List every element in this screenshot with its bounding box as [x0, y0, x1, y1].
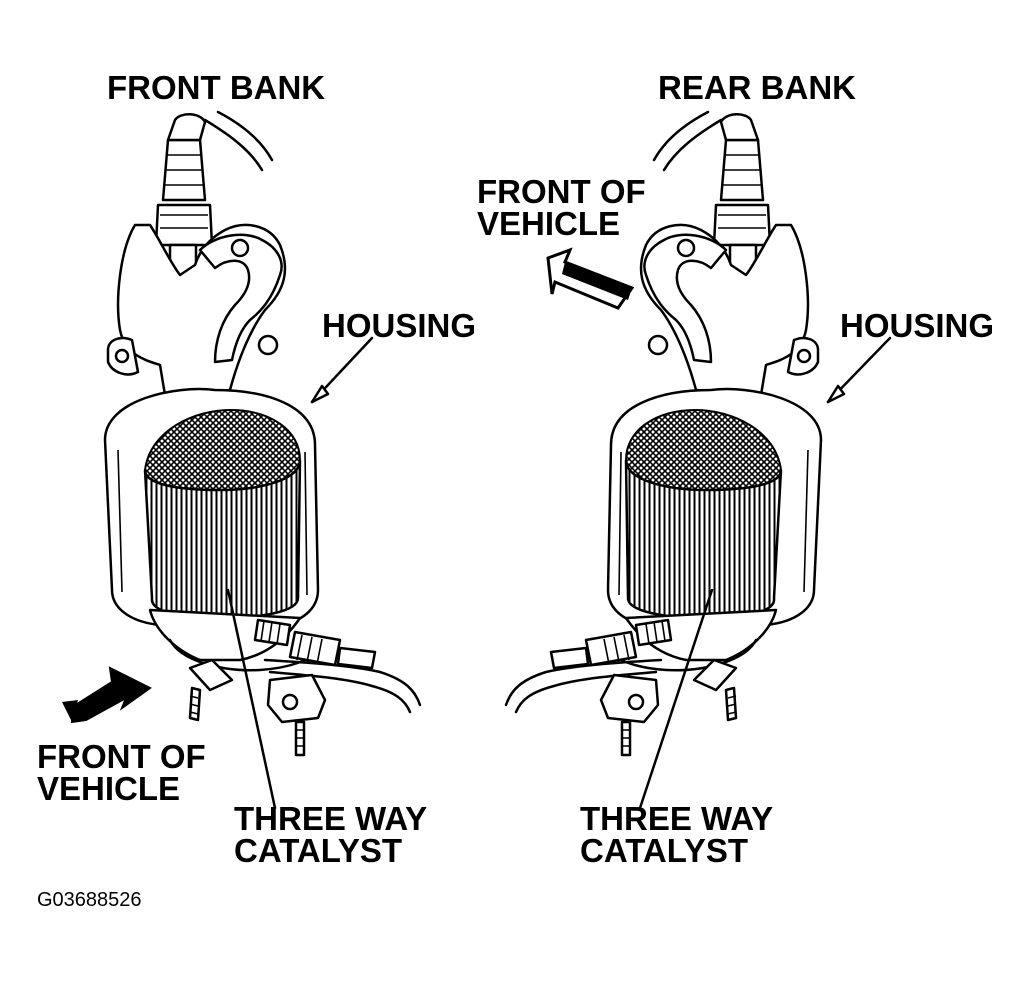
rear-bank-label: REAR BANK: [658, 69, 856, 106]
front-of-vehicle-right-line1: FRONT OF: [477, 173, 646, 210]
three-way-catalyst-right-line2: CATALYST: [580, 832, 748, 869]
housing-left-label: HOUSING: [322, 307, 476, 344]
three-way-catalyst-right-line1: THREE WAY: [580, 800, 773, 837]
front-of-vehicle-arrow-icon: [62, 666, 152, 724]
front-bank-label: FRONT BANK: [107, 69, 325, 106]
three-way-catalyst-left-line2: CATALYST: [234, 832, 402, 869]
front-of-vehicle-left-line2: VEHICLE: [37, 770, 180, 807]
front-of-vehicle-right-line2: VEHICLE: [477, 205, 620, 242]
catalyst-right-leader: [638, 588, 714, 810]
front-bank-converter: [103, 110, 422, 757]
front-of-vehicle-left-line1: FRONT OF: [37, 738, 206, 775]
figure-code: G03688526: [37, 889, 142, 911]
housing-left-leader-arrowhead: [310, 384, 330, 404]
housing-right-label: HOUSING: [840, 307, 994, 344]
catalyst-left-leader: [226, 588, 277, 810]
housing-right-leader-arrowhead: [826, 384, 846, 404]
three-way-catalyst-left-line1: THREE WAY: [234, 800, 427, 837]
front-of-vehicle-arrow-icon: [546, 247, 635, 310]
